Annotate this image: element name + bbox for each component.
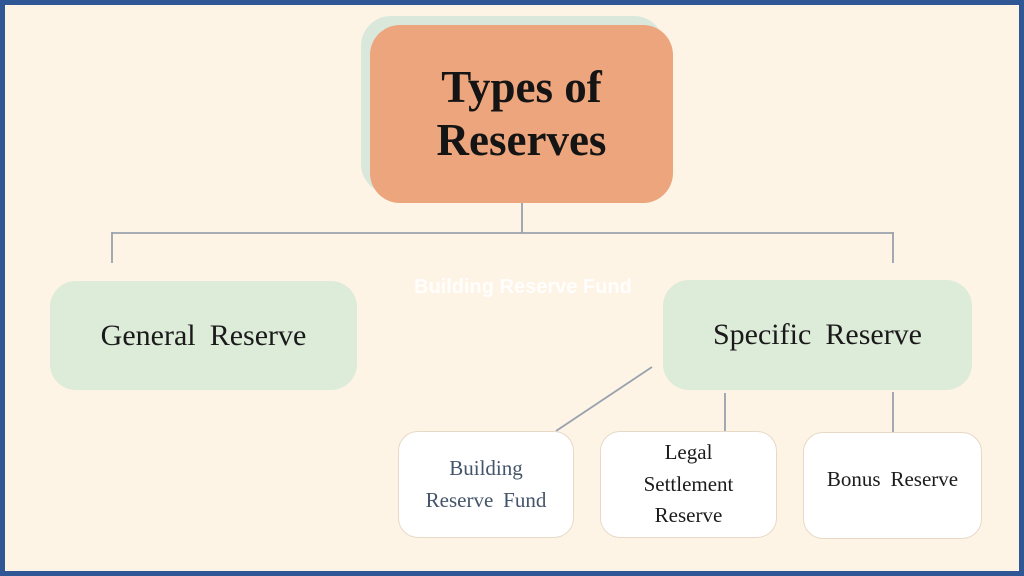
node-bonus-reserve: Bonus Reserve bbox=[803, 432, 982, 539]
root-node-types-of-reserves: Types of Reserves bbox=[370, 25, 673, 203]
watermark-text: Building Reserve Fund bbox=[414, 276, 632, 298]
node-legal-settlement-reserve-label: Legal Settlement Reserve bbox=[643, 440, 734, 528]
node-general-reserve: General Reserve bbox=[50, 281, 357, 390]
node-building-reserve-fund: Building Reserve Fund bbox=[398, 431, 574, 538]
node-legal-settlement-reserve: Legal Settlement Reserve bbox=[600, 431, 777, 538]
node-specific-reserve: Specific Reserve bbox=[663, 280, 972, 390]
node-building-reserve-fund-label: Building Reserve Fund bbox=[425, 456, 547, 512]
node-general-reserve-label: General Reserve bbox=[100, 318, 307, 352]
root-node-label: Types of Reserves bbox=[436, 61, 607, 165]
node-bonus-reserve-label: Bonus Reserve bbox=[826, 466, 959, 491]
node-specific-reserve-label: Specific Reserve bbox=[712, 318, 922, 351]
